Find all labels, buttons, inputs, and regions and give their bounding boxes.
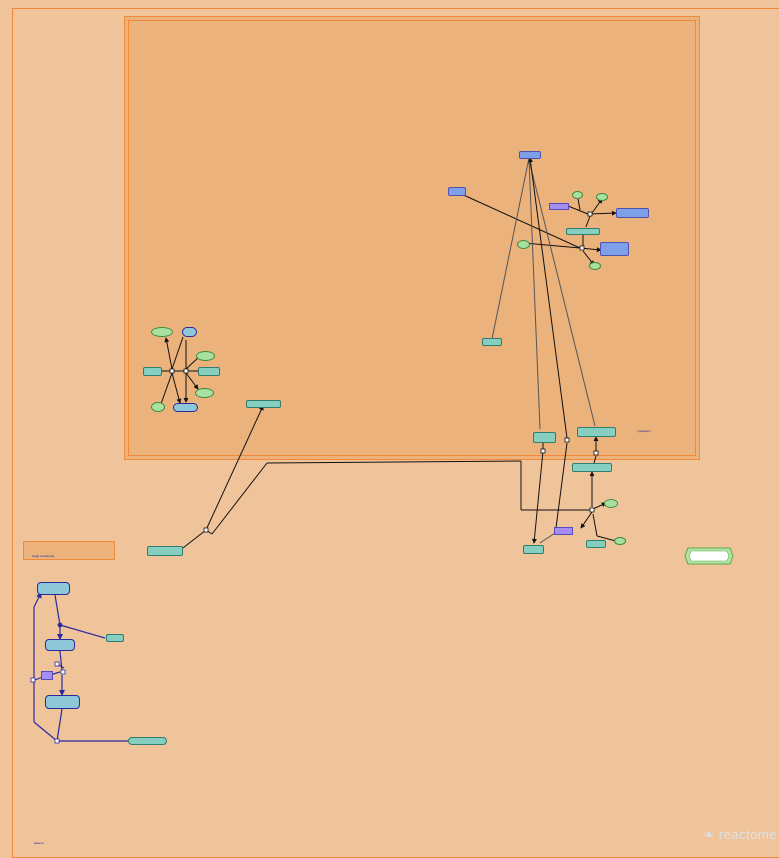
small-molecule-left-1[interactable] xyxy=(151,327,173,337)
protein-lower-left[interactable] xyxy=(147,546,183,556)
small-molecule-3[interactable] xyxy=(517,240,530,249)
protein-pill-bottom[interactable] xyxy=(128,737,167,745)
watermark-leaf-icon: ❧ xyxy=(703,827,715,842)
complex-blue-a[interactable] xyxy=(37,582,70,595)
small-molecule-left-7[interactable] xyxy=(151,402,165,412)
small-molecule-bottom[interactable] xyxy=(614,537,626,545)
protein-right-1[interactable] xyxy=(533,432,556,443)
outer-compartment-label: plasma xyxy=(34,841,44,845)
golgi-compartment xyxy=(23,541,115,560)
protein-center[interactable] xyxy=(246,400,281,408)
watermark: ❧ reactome xyxy=(703,827,777,843)
hexagon-legend-shape[interactable] xyxy=(684,547,734,565)
protein-left-2[interactable] xyxy=(182,327,197,337)
protein-right-2[interactable] xyxy=(577,427,616,437)
golgi-label: Golgi membrane xyxy=(32,554,55,558)
complex-blue-b[interactable] xyxy=(45,639,75,651)
protein-side[interactable] xyxy=(106,634,124,642)
complex-blue-c[interactable] xyxy=(45,695,80,709)
watermark-text: reactome xyxy=(718,827,777,842)
cytoplasm-compartment-inner-border xyxy=(128,20,696,456)
complex-node-top[interactable] xyxy=(519,151,541,159)
complex-node-product[interactable] xyxy=(600,242,629,256)
set-node-right[interactable] xyxy=(554,527,573,535)
protein-bottom-2[interactable] xyxy=(586,540,606,548)
small-molecule-2[interactable] xyxy=(596,193,608,201)
protein-right-3[interactable] xyxy=(572,463,612,472)
set-node-blue[interactable] xyxy=(41,671,53,680)
protein-left-5[interactable] xyxy=(198,367,220,376)
protein-bottom-1[interactable] xyxy=(523,545,544,554)
complex-node-right[interactable] xyxy=(616,208,649,218)
protein-left-4[interactable] xyxy=(143,367,162,376)
protein-node-mid[interactable] xyxy=(566,228,600,235)
small-molecule-left-6[interactable] xyxy=(195,388,214,398)
small-molecule-4[interactable] xyxy=(589,262,601,270)
complex-node-left[interactable] xyxy=(448,187,466,196)
cytoplasm-compartment xyxy=(124,16,700,460)
cytoplasm-label: cytoplasm xyxy=(637,429,651,433)
protein-left-8[interactable] xyxy=(173,403,198,412)
small-molecule-1[interactable] xyxy=(572,191,583,199)
legend-label xyxy=(689,551,729,561)
small-molecule-right[interactable] xyxy=(604,499,618,508)
small-molecule-left-3[interactable] xyxy=(196,351,215,361)
protein-node-single[interactable] xyxy=(482,338,502,346)
set-node[interactable] xyxy=(549,203,569,210)
